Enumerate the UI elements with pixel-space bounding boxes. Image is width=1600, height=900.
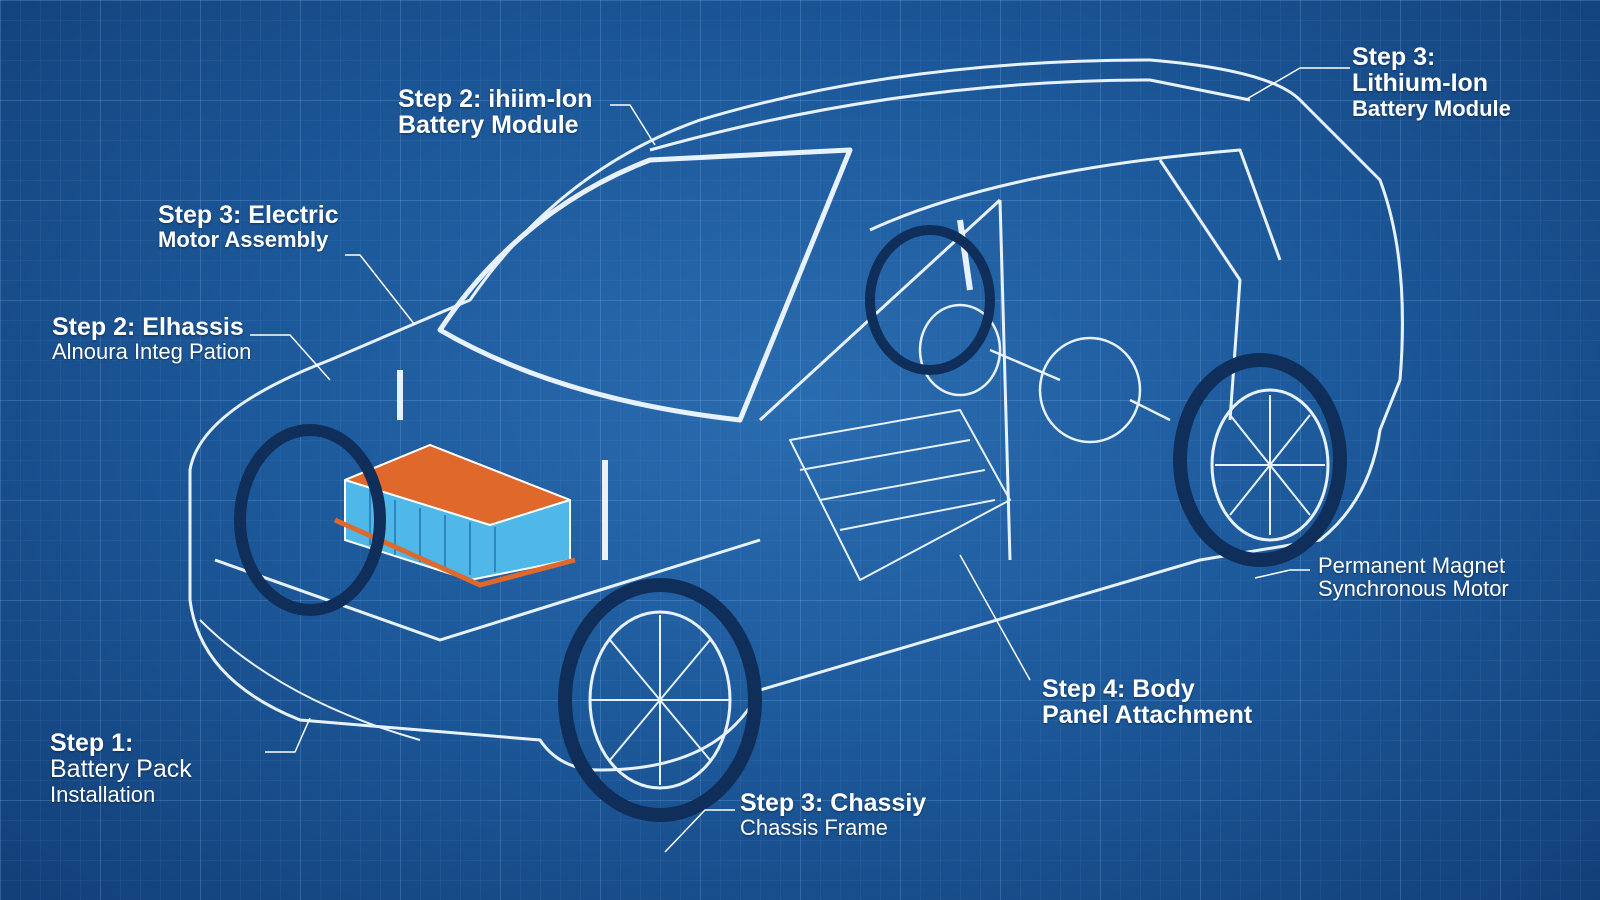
label-chassis-frame: Step 3: Chassiy Chassis Frame bbox=[740, 789, 927, 841]
label-permanent-magnet-motor: Permanent Magnet Synchronous Motor bbox=[1318, 554, 1509, 600]
label-electric-motor-assembly: Step 3: Electric Motor Assembly bbox=[158, 201, 339, 253]
label-line: Synchronous Motor bbox=[1318, 576, 1509, 602]
label-line: Battery Pack bbox=[50, 755, 192, 784]
label-line: Alnoura Integ Pation bbox=[52, 339, 252, 365]
label-line: Step 2: ihiim-lon bbox=[398, 85, 593, 113]
label-line: Chassis Frame bbox=[740, 815, 888, 841]
label-line: Motor Assembly bbox=[158, 227, 329, 253]
label-line: Step 4: Body bbox=[1042, 675, 1195, 703]
battery-pack bbox=[333, 444, 576, 588]
label-battery-pack-installation: Step 1: Battery Pack Installation bbox=[50, 730, 192, 806]
wheels bbox=[234, 225, 1347, 822]
label-line: Battery Module bbox=[1352, 95, 1511, 121]
label-lithium-battery-module-top: Step 2: ihiim-lon Battery Module bbox=[398, 86, 592, 139]
label-line: Installation bbox=[50, 781, 156, 807]
label-lithium-ion-battery-module: Step 3: Lithium-Ion Battery Module bbox=[1352, 44, 1511, 120]
label-line: Battery Module bbox=[398, 111, 579, 140]
car-body bbox=[188, 58, 1404, 772]
label-body-panel-attachment: Step 4: Body Panel Attachment bbox=[1042, 676, 1252, 729]
label-line: Step 3: Electric bbox=[158, 201, 339, 229]
label-line: Step 2: Elhassis bbox=[52, 313, 244, 341]
label-line: Lithium-Ion bbox=[1352, 69, 1489, 98]
leader-lines bbox=[250, 67, 1350, 853]
floor-pan bbox=[789, 409, 1011, 581]
label-line: Step 1: bbox=[50, 729, 134, 757]
motor-assembly bbox=[397, 219, 1171, 560]
label-chassis-integration: Step 2: Elhassis Alnoura Integ Pation bbox=[52, 313, 252, 365]
label-line: Step 3: Chassiy bbox=[740, 789, 927, 817]
label-line: Step 3: bbox=[1352, 43, 1436, 71]
label-line: Panel Attachment bbox=[1042, 701, 1253, 730]
label-line: Permanent Magnet bbox=[1318, 553, 1506, 578]
